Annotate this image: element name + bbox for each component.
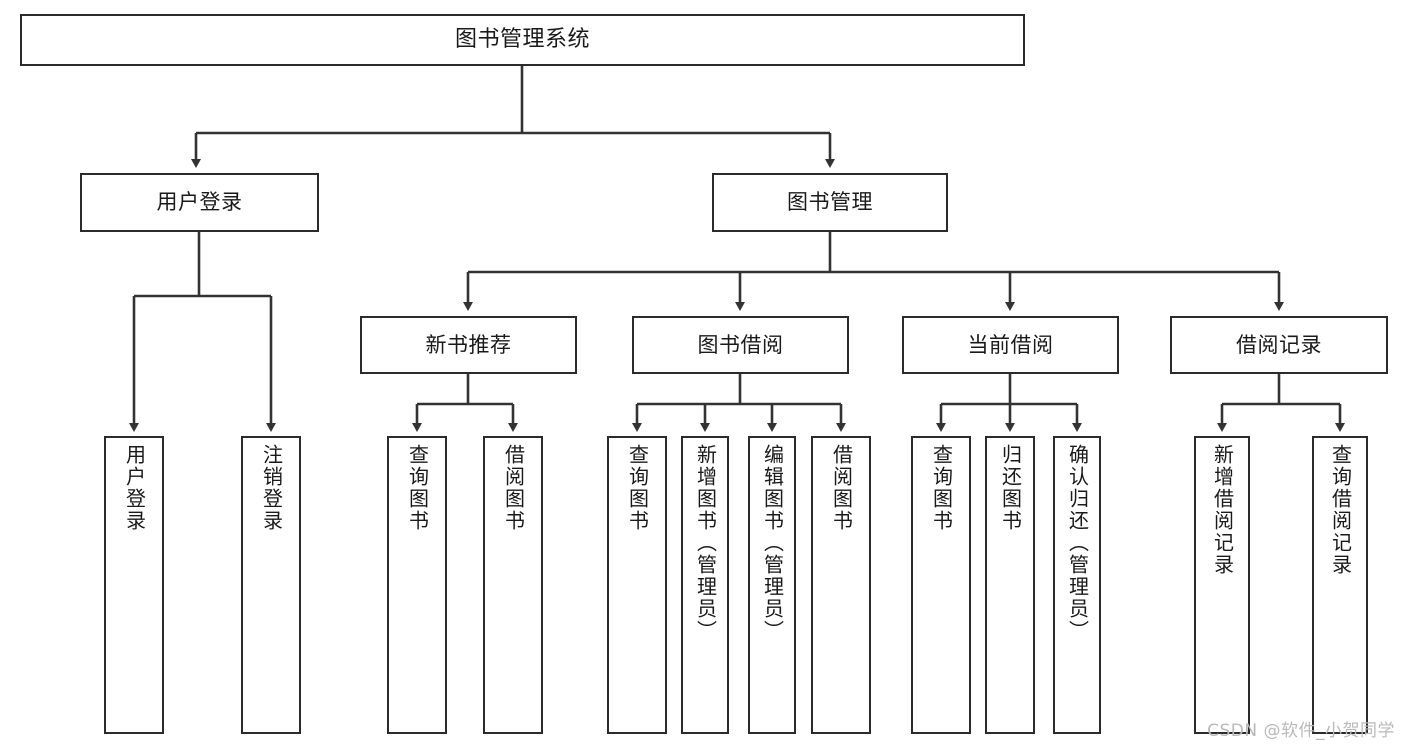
node-book-borrow[interactable]: 图书借阅 bbox=[632, 316, 849, 374]
node-label: 确认归还（管理员） bbox=[1065, 444, 1090, 642]
node-borrow-record[interactable]: 借阅记录 bbox=[1170, 316, 1388, 374]
leaf-query-book-current[interactable]: 查询图书 bbox=[911, 436, 971, 734]
node-label: 新增图书（管理员） bbox=[693, 444, 718, 642]
node-label: 借阅图书 bbox=[501, 444, 526, 532]
leaf-confirm-return-admin[interactable]: 确认归还（管理员） bbox=[1053, 436, 1101, 734]
leaf-add-borrow-record[interactable]: 新增借阅记录 bbox=[1194, 436, 1250, 734]
leaf-user-login[interactable]: 用户登录 bbox=[104, 436, 164, 734]
leaf-borrow-book-recommendation[interactable]: 借阅图书 bbox=[483, 436, 543, 734]
leaf-user-logout[interactable]: 注销登录 bbox=[241, 436, 301, 734]
leaf-query-book-recommendation[interactable]: 查询图书 bbox=[387, 436, 447, 734]
node-label: 查询图书 bbox=[929, 444, 954, 532]
node-label: 归还图书 bbox=[998, 444, 1023, 532]
leaf-query-book-borrow[interactable]: 查询图书 bbox=[607, 436, 667, 734]
node-label: 查询图书 bbox=[405, 444, 430, 532]
watermark: CSDN @软件_小贺同学 bbox=[1207, 721, 1395, 741]
leaf-query-borrow-record[interactable]: 查询借阅记录 bbox=[1312, 436, 1368, 734]
node-label: 图书借阅 bbox=[697, 332, 784, 357]
node-label: 查询图书 bbox=[625, 444, 650, 532]
node-label: 图书管理 bbox=[787, 190, 873, 215]
node-label: 用户登录 bbox=[122, 444, 147, 532]
node-book-manage[interactable]: 图书管理 bbox=[712, 173, 948, 232]
leaf-return-book[interactable]: 归还图书 bbox=[985, 436, 1035, 734]
node-label: 新增借阅记录 bbox=[1210, 444, 1235, 576]
node-user-login[interactable]: 用户登录 bbox=[80, 173, 319, 232]
node-label: 图书管理系统 bbox=[454, 27, 590, 53]
node-label: 新书推荐 bbox=[425, 332, 512, 357]
node-label: 用户登录 bbox=[156, 190, 243, 215]
node-label: 注销登录 bbox=[259, 444, 284, 532]
leaf-edit-book-admin[interactable]: 编辑图书（管理员） bbox=[748, 436, 796, 734]
leaf-add-book-admin[interactable]: 新增图书（管理员） bbox=[681, 436, 729, 734]
node-label: 借阅记录 bbox=[1236, 332, 1322, 357]
node-label: 查询借阅记录 bbox=[1328, 444, 1353, 576]
node-label: 借阅图书 bbox=[829, 444, 854, 532]
node-root-system[interactable]: 图书管理系统 bbox=[20, 14, 1025, 66]
node-current-borrow[interactable]: 当前借阅 bbox=[902, 316, 1119, 374]
node-label: 当前借阅 bbox=[967, 332, 1054, 357]
node-label: 编辑图书（管理员） bbox=[760, 444, 785, 642]
node-new-book-recommendation[interactable]: 新书推荐 bbox=[360, 316, 577, 374]
leaf-borrow-book[interactable]: 借阅图书 bbox=[811, 436, 871, 734]
